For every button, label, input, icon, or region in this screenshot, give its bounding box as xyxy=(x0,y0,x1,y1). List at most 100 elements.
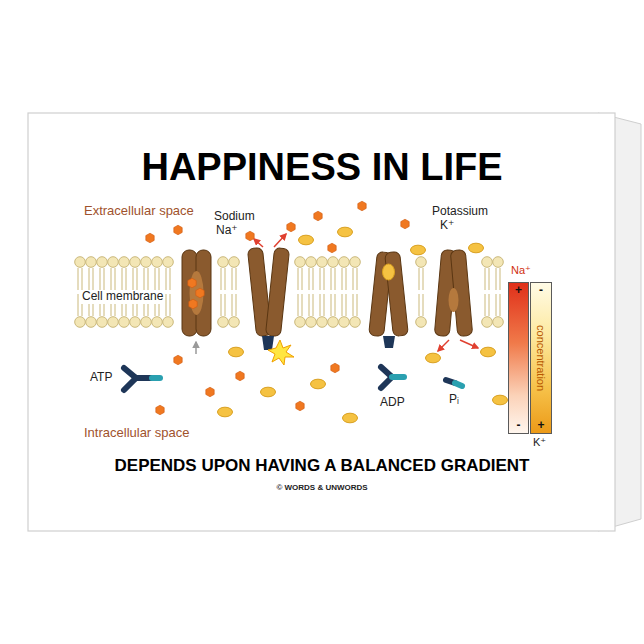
charge-sign: + xyxy=(515,284,522,297)
potassium-ion xyxy=(469,243,484,253)
molecule-label: Pᵢ xyxy=(449,393,459,407)
potassium-ion xyxy=(299,235,314,245)
potassium-ion xyxy=(311,379,326,389)
molecule-label: ATP xyxy=(90,371,112,385)
pump-protein xyxy=(369,251,409,348)
sodium-ion xyxy=(174,355,182,365)
lipid-head xyxy=(130,317,141,328)
lipid-tail xyxy=(500,294,501,316)
lipid-tail xyxy=(324,268,325,290)
lipid-head xyxy=(152,317,163,328)
sodium-ion xyxy=(196,288,204,298)
region-label: Extracellular space xyxy=(84,204,194,219)
sodium-ion xyxy=(331,363,339,373)
lipid-tail xyxy=(353,294,354,316)
ion-symbol: K⁺ xyxy=(533,436,546,449)
lipid-tail xyxy=(126,268,127,290)
lipid-tail xyxy=(309,294,310,316)
sodium-ion xyxy=(174,225,182,235)
lipid-tail xyxy=(225,268,226,290)
lipid-tail xyxy=(320,294,321,316)
pump-protein xyxy=(182,250,211,354)
sodium-ion xyxy=(156,405,164,415)
potassium-ion xyxy=(261,387,276,397)
lipid-head xyxy=(229,317,240,328)
charge-sign: + xyxy=(537,419,544,432)
lipid-head xyxy=(163,257,174,268)
lipid-tail xyxy=(104,268,105,290)
lipid-head xyxy=(482,317,493,328)
lipid-head xyxy=(317,317,328,328)
lipid-tail xyxy=(232,268,233,290)
lipid-tail xyxy=(320,268,321,290)
lipid-head xyxy=(317,257,328,268)
protein-subunit xyxy=(196,250,211,336)
title: HAPPINESS IN LIFE xyxy=(0,146,644,190)
protein-subunit xyxy=(265,248,289,337)
copyright: © WORDS & UNWORDS xyxy=(0,483,644,492)
potassium-ion xyxy=(481,347,496,357)
lipid-head xyxy=(416,257,427,268)
phosphate-tab xyxy=(383,336,395,348)
lipid-tail xyxy=(500,268,501,290)
red-arrow xyxy=(274,234,286,247)
phosphate-tab xyxy=(262,336,274,350)
sodium-ion xyxy=(358,201,366,211)
lipid-head xyxy=(416,317,427,328)
energy-burst xyxy=(268,340,294,365)
potassium-ion xyxy=(343,413,358,423)
lipid-tail xyxy=(353,268,354,290)
lipid-tail xyxy=(232,294,233,316)
atp-molecule xyxy=(124,368,160,390)
pump-protein xyxy=(434,249,478,351)
lipid-head xyxy=(119,257,130,268)
sodium-ion xyxy=(146,233,154,243)
lipid-tail xyxy=(111,268,112,290)
lipid-tail xyxy=(342,268,343,290)
potassium-ion xyxy=(338,227,353,237)
lipid-tail xyxy=(82,268,83,290)
adp-molecule xyxy=(381,367,404,388)
sodium-ion xyxy=(296,401,304,411)
protein-cavity xyxy=(190,271,204,315)
charge-sign: - xyxy=(539,284,543,297)
lipid-tail xyxy=(236,268,237,290)
lipid-tail xyxy=(342,294,343,316)
lipid-head xyxy=(482,257,493,268)
lipid-head xyxy=(328,257,339,268)
lipid-head xyxy=(75,317,86,328)
lipid-tail xyxy=(357,268,358,290)
concentration-bar: -concentration+ xyxy=(530,282,552,434)
lipid-tail xyxy=(236,294,237,316)
lipid-tail xyxy=(496,294,497,316)
lipid-head xyxy=(339,317,350,328)
lipid-head xyxy=(152,257,163,268)
ion-symbol: Na⁺ xyxy=(216,224,238,238)
charge-sign: - xyxy=(517,419,521,432)
lipid-tail xyxy=(122,268,123,290)
lipid-head xyxy=(108,257,119,268)
lipid-tail xyxy=(78,268,79,290)
region-label: Intracellular space xyxy=(84,426,190,441)
lipid-head xyxy=(218,317,229,328)
lipid-tail xyxy=(133,268,134,290)
lipid-tail xyxy=(159,268,160,290)
lipid-head xyxy=(328,317,339,328)
sodium-ion xyxy=(188,278,196,288)
lipid-tail xyxy=(298,268,299,290)
part-label: Cell membrane xyxy=(80,290,165,304)
pump-protein xyxy=(247,234,294,365)
lipid-head xyxy=(295,317,306,328)
lipid-head xyxy=(229,257,240,268)
lipid-head xyxy=(119,317,130,328)
lipid-tail xyxy=(423,268,424,290)
lipid-head xyxy=(350,257,361,268)
lipid-head xyxy=(97,317,108,328)
grey-arrow xyxy=(195,342,197,354)
lipid-tail xyxy=(346,268,347,290)
sodium-ion xyxy=(328,243,336,253)
lipid-tail xyxy=(346,294,347,316)
sodium-ion xyxy=(246,231,254,241)
ion-name: Potassium xyxy=(432,205,488,219)
lipid-tail xyxy=(298,294,299,316)
